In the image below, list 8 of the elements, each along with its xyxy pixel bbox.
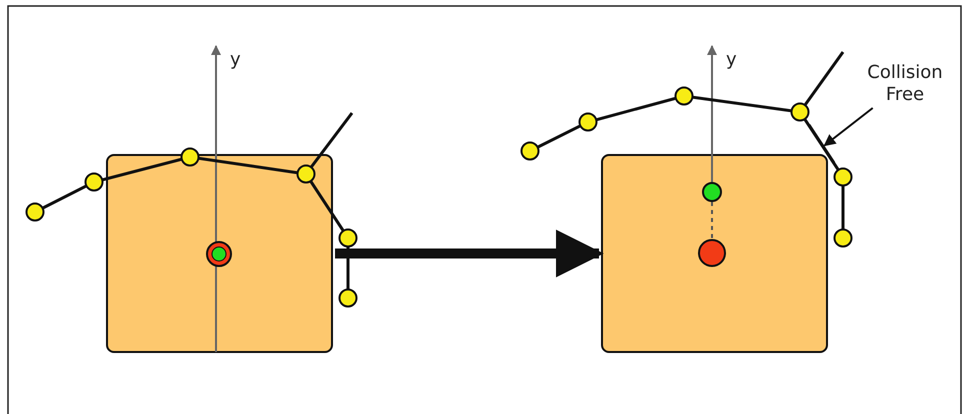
axis-label: y bbox=[726, 50, 737, 70]
arm-link bbox=[808, 124, 836, 164]
axis-label: y bbox=[230, 50, 241, 70]
callout-text: Collision Free bbox=[866, 62, 944, 106]
arrow bbox=[824, 107, 874, 146]
workspace-box bbox=[601, 154, 828, 353]
arrow bbox=[335, 230, 604, 278]
workspace-box bbox=[106, 154, 333, 353]
